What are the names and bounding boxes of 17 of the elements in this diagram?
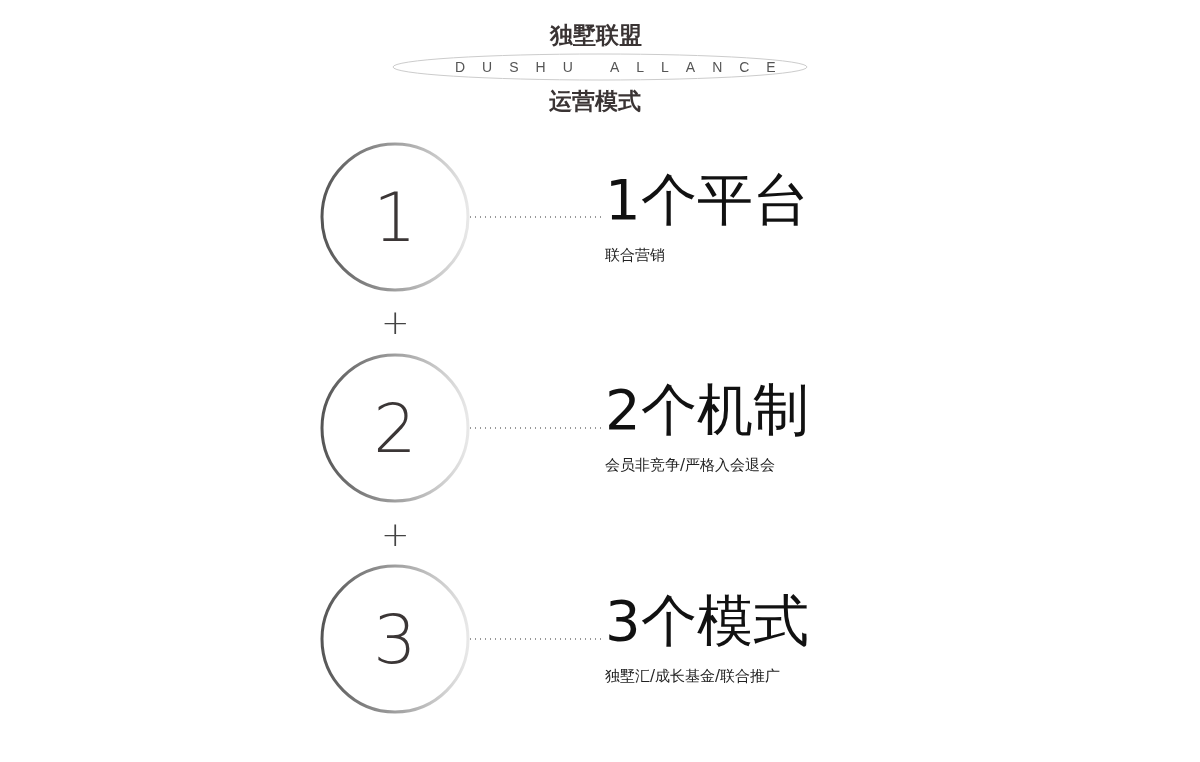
number-circle bbox=[320, 564, 470, 714]
heading-text: 2个机制 bbox=[605, 378, 809, 442]
number-circle bbox=[320, 142, 470, 292]
circle-number: 1 bbox=[373, 177, 417, 257]
title: 独墅联盟 bbox=[550, 21, 642, 50]
description-text: 独墅汇/成长基金/联合推广 bbox=[605, 667, 782, 686]
circle-number: 3 bbox=[373, 599, 417, 679]
heading-text: 3个模式 bbox=[605, 589, 809, 653]
plus-sign: + bbox=[381, 302, 410, 342]
heading-text: 1个平台 bbox=[605, 168, 809, 232]
heading: 运营模式 bbox=[549, 87, 641, 116]
plus-sign: + bbox=[381, 514, 410, 554]
subtitle: DUSHU ALLANCE bbox=[455, 59, 793, 75]
circle-number: 2 bbox=[373, 388, 417, 468]
description-text: 联合营销 bbox=[605, 246, 666, 265]
description-text: 会员非竞争/严格入会退会 bbox=[605, 456, 777, 475]
number-circle bbox=[320, 353, 470, 503]
